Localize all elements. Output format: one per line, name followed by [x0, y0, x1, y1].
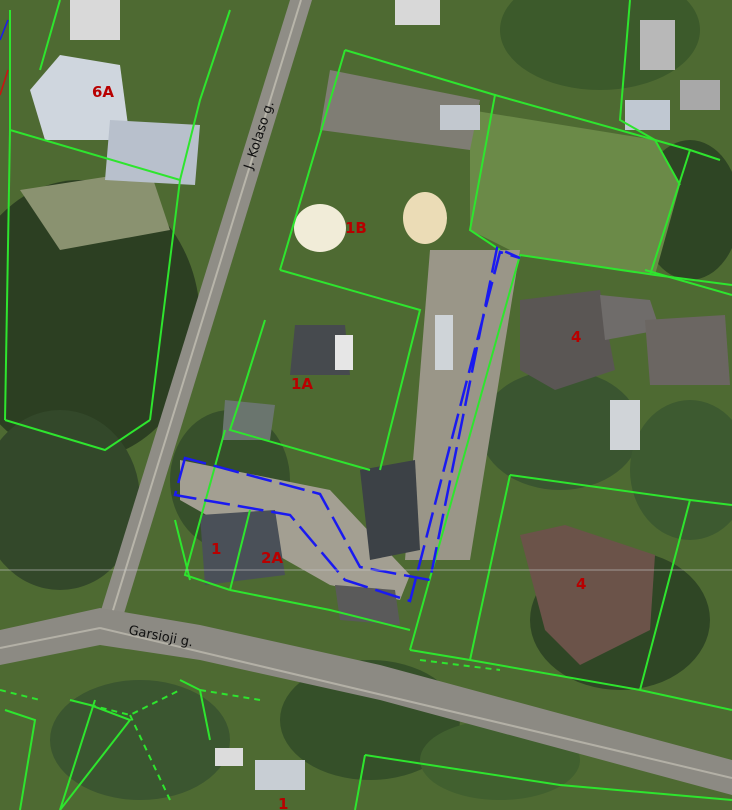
parcel-boundaries-dashed — [0, 659, 501, 801]
parcel-label-2a: 2A — [261, 549, 283, 567]
parcel-label-1a: 1A — [291, 375, 313, 393]
edge-mark-blue — [0, 19, 9, 41]
sandy-area — [20, 170, 170, 250]
parcel-label-6a: 6A — [92, 83, 114, 101]
road-kolaso — [98, 0, 312, 621]
parcel-label-1: 1 — [211, 540, 221, 558]
parcel-label-4-south: 4 — [576, 575, 586, 593]
buildings — [30, 0, 730, 790]
parcel-label-4-north: 4 — [571, 328, 581, 346]
yard-path — [180, 460, 410, 600]
road-garsioji — [0, 608, 732, 795]
driveway — [405, 250, 520, 560]
parcel-boundaries — [4, 0, 732, 810]
highlighted-parcel-outline[interactable] — [173, 246, 521, 603]
grass-field — [470, 110, 680, 275]
parcel-label-1b: 1B — [345, 219, 367, 237]
parcel-label-1-bottom: 1 — [278, 795, 288, 810]
edge-mark-red — [0, 69, 9, 96]
